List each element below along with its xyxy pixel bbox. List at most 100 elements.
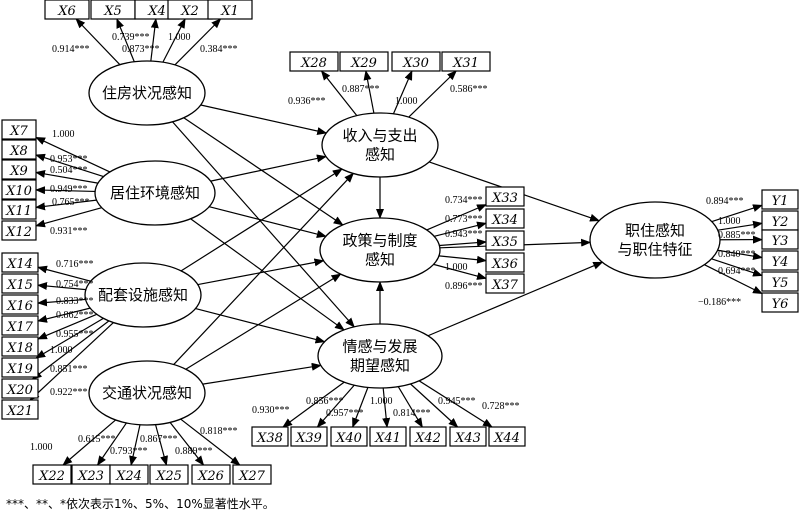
- loading-value-x34: 0.773***: [445, 214, 483, 225]
- loading-value-x5: 0.739***: [112, 32, 150, 43]
- indicator-box-x22: [32, 464, 72, 485]
- indicator-label-x36: X36: [491, 257, 518, 272]
- indicator-box-y3: [761, 229, 799, 250]
- indicator-box-x6: [44, 0, 90, 20]
- indicator-box-x16: [1, 294, 39, 315]
- latent-label-policy: 感知: [365, 251, 395, 269]
- path-arrow-transport-emotion: [202, 362, 322, 385]
- indicator-label-x34: X34: [491, 213, 518, 228]
- loading-value-y2: 1.000: [718, 216, 741, 227]
- edges-layer: [29, 18, 763, 466]
- indicator-label-x15: X15: [6, 278, 33, 293]
- loading-arrow-x9: [35, 170, 99, 184]
- indicator-label-x41: X41: [374, 431, 401, 446]
- latent-environment: [94, 160, 216, 226]
- loading-arrow-x25: [154, 424, 168, 466]
- indicator-box-x11: [1, 199, 37, 220]
- loading-arrow-y1: [711, 204, 763, 223]
- indicator-box-x37: [485, 273, 525, 294]
- loading-arrow-x34: [434, 221, 487, 237]
- indicator-label-x9: X9: [9, 164, 28, 179]
- latent-label-outcome: 与职住特征: [617, 241, 692, 259]
- indicator-box-x38: [251, 426, 289, 447]
- indicator-label-x43: X43: [454, 431, 481, 446]
- indicator-box-x24: [109, 464, 149, 485]
- loading-value-x30: 1.000: [395, 96, 418, 107]
- indicator-label-x29: X29: [350, 56, 377, 71]
- indicator-box-x35: [485, 230, 525, 251]
- loading-arrow-x35: [439, 238, 487, 247]
- indicator-label-x2: X2: [180, 4, 199, 19]
- loading-arrow-x39: [316, 384, 355, 428]
- indicator-label-x6: X6: [57, 4, 76, 19]
- loading-value-x37: 0.896***: [445, 281, 483, 292]
- path-arrow-environment-policy: [209, 206, 327, 238]
- indicator-label-x40: X40: [335, 431, 362, 446]
- indicator-box-x31: [441, 51, 491, 72]
- indicator-label-x19: X19: [6, 362, 33, 377]
- loading-arrow-x6: [75, 18, 121, 66]
- loading-arrow-x16: [37, 298, 86, 307]
- loading-value-x28: 0.936***: [288, 96, 326, 107]
- indicator-label-x42: X42: [414, 431, 441, 446]
- indicator-label-x31: X31: [452, 56, 479, 71]
- loading-value-x33: 0.734***: [445, 195, 483, 206]
- indicator-label-x25: X25: [155, 469, 182, 484]
- loading-arrow-x33: [426, 204, 487, 231]
- loading-value-x43: 0.945***: [438, 396, 476, 407]
- indicator-box-x20: [1, 378, 39, 399]
- indicator-label-x14: X14: [6, 257, 33, 272]
- loading-arrow-x11: [35, 199, 97, 211]
- loading-arrow-x2: [162, 18, 186, 63]
- loading-value-x15: 0.754***: [56, 279, 94, 290]
- loading-arrow-x8: [35, 153, 104, 178]
- indicator-label-x27: X27: [238, 469, 266, 484]
- loading-arrow-y6: [704, 264, 763, 295]
- loading-arrow-x44: [418, 380, 493, 428]
- latent-label-transport: 交通状况感知: [102, 384, 192, 402]
- loading-value-x22: 1.000: [30, 442, 53, 453]
- latent-label-policy: 政策与制度: [342, 232, 417, 250]
- indicator-label-x5: X5: [103, 4, 122, 19]
- indicator-label-x23: X23: [77, 469, 104, 484]
- indicator-label-x16: X16: [6, 299, 33, 314]
- loading-value-x40: 0.957***: [326, 408, 364, 419]
- indicator-box-x12: [1, 220, 37, 241]
- loading-value-x12: 0.931***: [50, 226, 88, 237]
- indicator-label-x22: X22: [38, 469, 65, 484]
- indicator-label-y2: Y2: [772, 215, 789, 230]
- loading-arrow-x15: [37, 282, 86, 291]
- indicator-box-x40: [330, 426, 368, 447]
- indicator-box-x39: [290, 426, 328, 447]
- loading-arrow-x24: [129, 424, 141, 466]
- loading-value-x6: 0.914***: [52, 44, 90, 55]
- loading-arrow-x23: [96, 422, 127, 466]
- indicator-label-x21: X21: [6, 404, 33, 419]
- indicator-label-x7: X7: [9, 124, 28, 139]
- latent-label-environment: 居住环境感知: [110, 184, 200, 202]
- loading-value-x16: 0.833***: [56, 296, 94, 307]
- indicator-label-y3: Y3: [772, 234, 789, 249]
- loading-value-x23: 0.615***: [78, 434, 116, 445]
- path-arrow-housing-policy: [183, 117, 344, 226]
- indicator-label-x12: X12: [5, 225, 32, 240]
- loading-value-x11: 0.765***: [52, 197, 90, 208]
- path-arrow-emotion-outcome: [427, 261, 604, 337]
- latent-label-emotion: 情感与发展: [342, 338, 417, 356]
- indicator-label-y6: Y6: [772, 297, 789, 312]
- loading-value-x35: 0.943***: [445, 229, 483, 240]
- loading-value-x39: 0.856***: [306, 396, 344, 407]
- loading-arrow-x27: [180, 418, 241, 466]
- loading-value-x2: 1.000: [168, 32, 191, 43]
- latent-label-income: 感知: [365, 146, 395, 164]
- latent-policy: [319, 217, 441, 283]
- loading-value-x21: 0.922***: [50, 387, 88, 398]
- indicator-label-x10: X10: [5, 184, 32, 199]
- indicator-box-x41: [369, 426, 407, 447]
- latent-outcome: [589, 201, 721, 279]
- loading-arrow-x30: [392, 70, 413, 115]
- loading-value-x14: 0.716***: [56, 259, 94, 270]
- indicator-label-x1: X1: [220, 4, 239, 19]
